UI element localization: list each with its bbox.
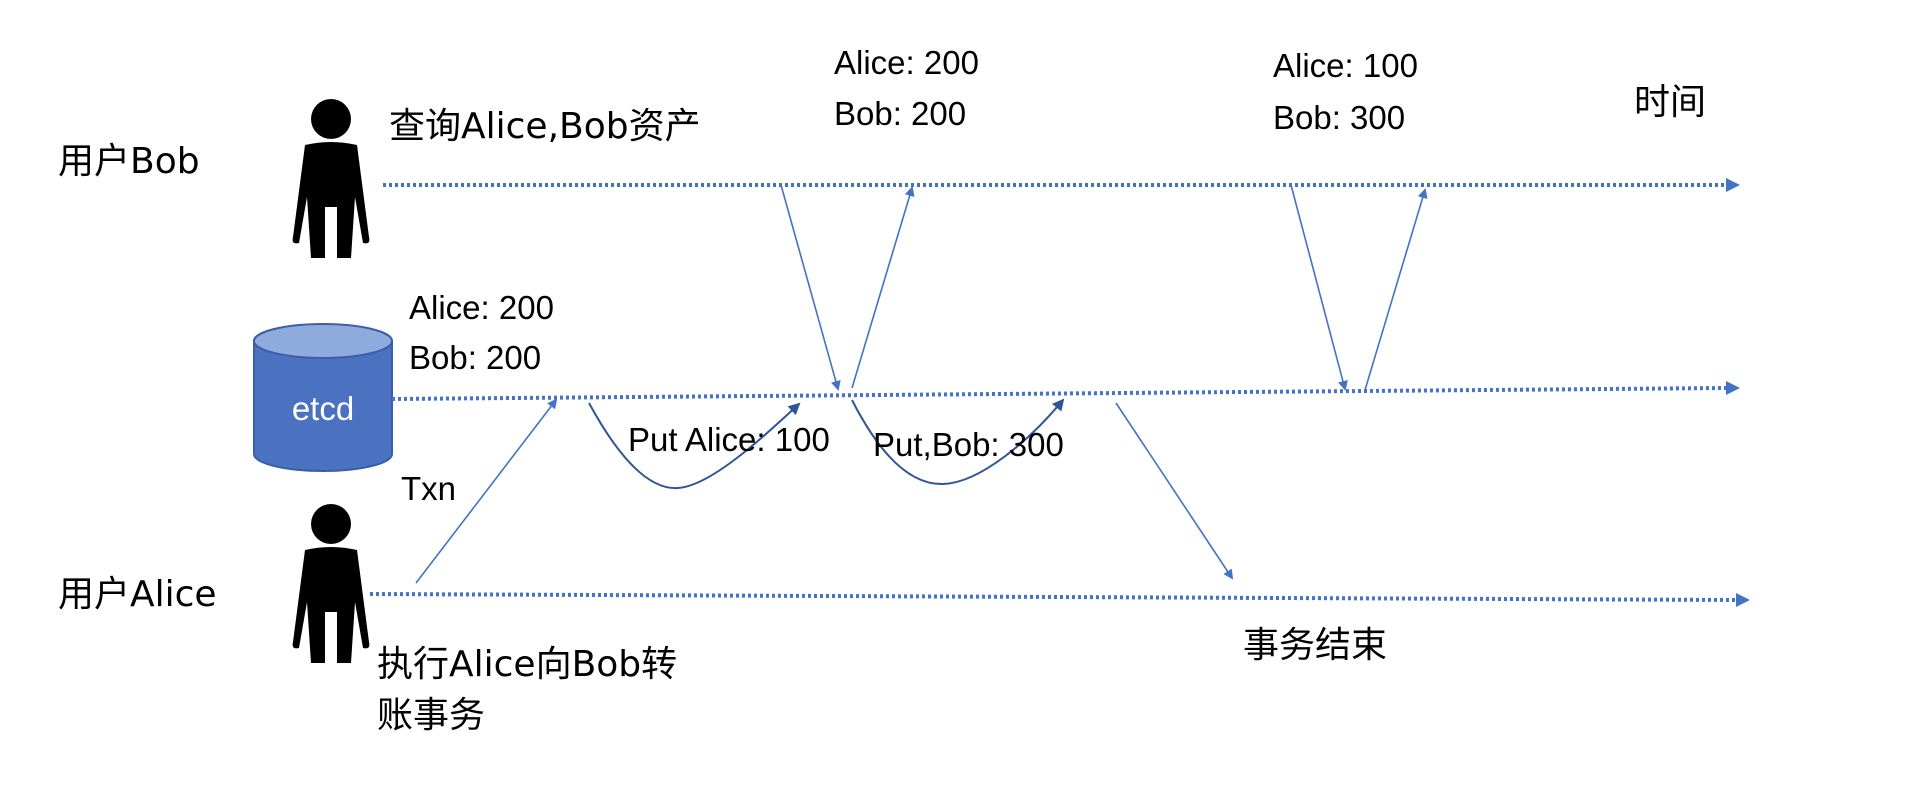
query-2-request-arrow bbox=[1290, 184, 1348, 391]
query-result-2-bob: Bob: 300 bbox=[1273, 99, 1405, 136]
person-icon-alice bbox=[292, 504, 370, 663]
put-bob-curve bbox=[851, 398, 1065, 486]
etcd-state-alice: Alice: 200 bbox=[409, 289, 554, 326]
query-1-request-arrow bbox=[780, 184, 841, 391]
txn-end-label: 事务结束 bbox=[1243, 625, 1387, 666]
alice-timeline bbox=[369, 592, 1739, 602]
etcd-database-icon bbox=[253, 323, 393, 472]
query-2-response-arrow bbox=[1364, 188, 1428, 391]
etcd-state-bob: Bob: 200 bbox=[409, 339, 541, 376]
put-alice-label: Put Alice: 100 bbox=[628, 421, 830, 458]
alice-label: 用户Alice bbox=[58, 574, 217, 615]
etcd-label: etcd bbox=[292, 390, 354, 427]
put-alice-curve bbox=[588, 402, 801, 490]
bob-action-text: 查询Alice,Bob资产 bbox=[389, 106, 701, 147]
etcd-timeline bbox=[391, 386, 1729, 401]
person-icon-bob bbox=[292, 99, 370, 258]
query-result-1-alice: Alice: 200 bbox=[834, 44, 979, 81]
bob-label: 用户Bob bbox=[58, 141, 200, 182]
query-result-2-alice: Alice: 100 bbox=[1273, 47, 1418, 84]
time-axis-label: 时间 bbox=[1634, 82, 1706, 123]
txn-end-arrow bbox=[1115, 402, 1234, 580]
etcd-timeline-arrowhead bbox=[1726, 381, 1740, 395]
bob-timeline-arrowhead bbox=[1726, 178, 1740, 192]
alice-timeline-arrowhead bbox=[1736, 593, 1750, 607]
txn-label: Txn bbox=[401, 470, 456, 507]
txn-arrow bbox=[415, 398, 558, 584]
query-result-1-bob: Bob: 200 bbox=[834, 95, 966, 132]
alice-action-line2: 账事务 bbox=[377, 695, 485, 736]
alice-action-line1: 执行Alice向Bob转 bbox=[377, 644, 677, 685]
query-1-response-arrow bbox=[851, 186, 915, 389]
put-bob-label: Put,Bob: 300 bbox=[873, 426, 1064, 463]
